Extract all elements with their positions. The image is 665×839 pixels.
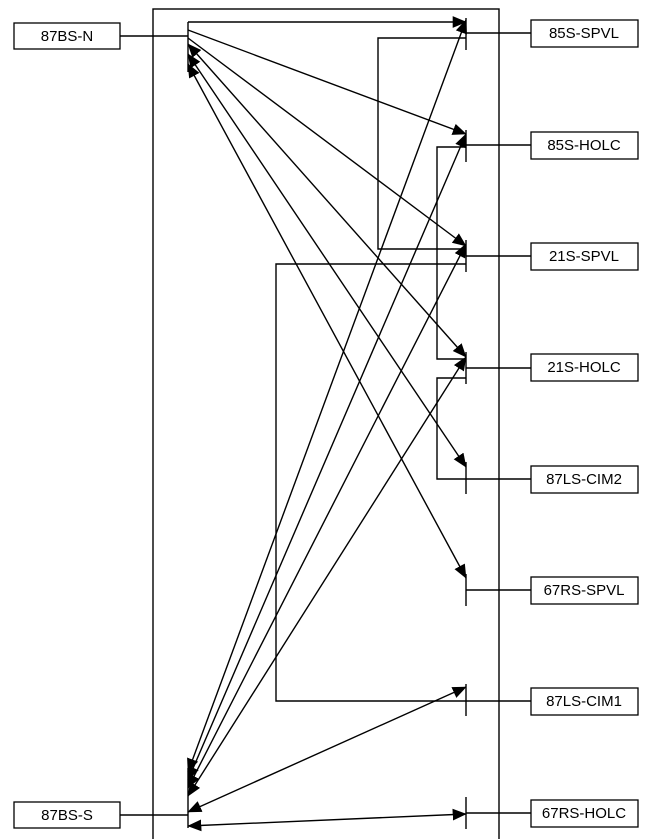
node-87bs-s-label: 87BS-S bbox=[41, 807, 93, 824]
node-67rs-spvl: 67RS-SPVL bbox=[530, 576, 639, 605]
node-21s-spvl: 21S-SPVL bbox=[530, 242, 639, 271]
arrow-21s-holc-n bbox=[187, 43, 467, 358]
node-87ls-cim2: 87LS-CIM2 bbox=[530, 465, 639, 494]
node-67rs-holc: 67RS-HOLC bbox=[530, 799, 639, 828]
node-85s-holc: 85S-HOLC bbox=[530, 131, 639, 160]
node-21s-holc: 21S-HOLC bbox=[530, 353, 639, 382]
node-21s-spvl-label: 21S-SPVL bbox=[549, 248, 619, 265]
node-21s-holc-label: 21S-HOLC bbox=[547, 359, 621, 376]
arrow-s-87ls-cim1 bbox=[187, 686, 467, 813]
node-87bs-s: 87BS-S bbox=[13, 801, 121, 829]
arrow-s-21s-holc bbox=[187, 356, 467, 797]
node-87ls-cim1: 87LS-CIM1 bbox=[530, 687, 639, 716]
node-87bs-n: 87BS-N bbox=[13, 22, 121, 50]
panel-frame bbox=[152, 8, 500, 839]
loop-85s-spvl-to-21s-spvl bbox=[377, 37, 466, 250]
node-87ls-cim2-label: 87LS-CIM2 bbox=[546, 471, 622, 488]
arrow-s-67rs-holc bbox=[187, 808, 467, 832]
arrow-n-to-85s-holc bbox=[187, 29, 467, 135]
arrow-87ls-cim2-n bbox=[187, 53, 467, 468]
node-85s-holc-label: 85S-HOLC bbox=[547, 137, 621, 154]
node-87bs-n-label: 87BS-N bbox=[41, 28, 94, 45]
node-67rs-spvl-label: 67RS-SPVL bbox=[544, 582, 625, 599]
loop-21s-holc-to-87ls-cim2 bbox=[436, 377, 466, 480]
node-85s-spvl: 85S-SPVL bbox=[530, 19, 639, 48]
node-85s-spvl-label: 85S-SPVL bbox=[549, 25, 619, 42]
arrow-67rs-spvl-n bbox=[187, 63, 467, 579]
arrow-s-85s-spvl bbox=[187, 19, 467, 773]
node-87ls-cim1-label: 87LS-CIM1 bbox=[546, 693, 622, 710]
arrow-s-85s-holc bbox=[187, 133, 467, 781]
node-67rs-holc-label: 67RS-HOLC bbox=[542, 805, 626, 822]
